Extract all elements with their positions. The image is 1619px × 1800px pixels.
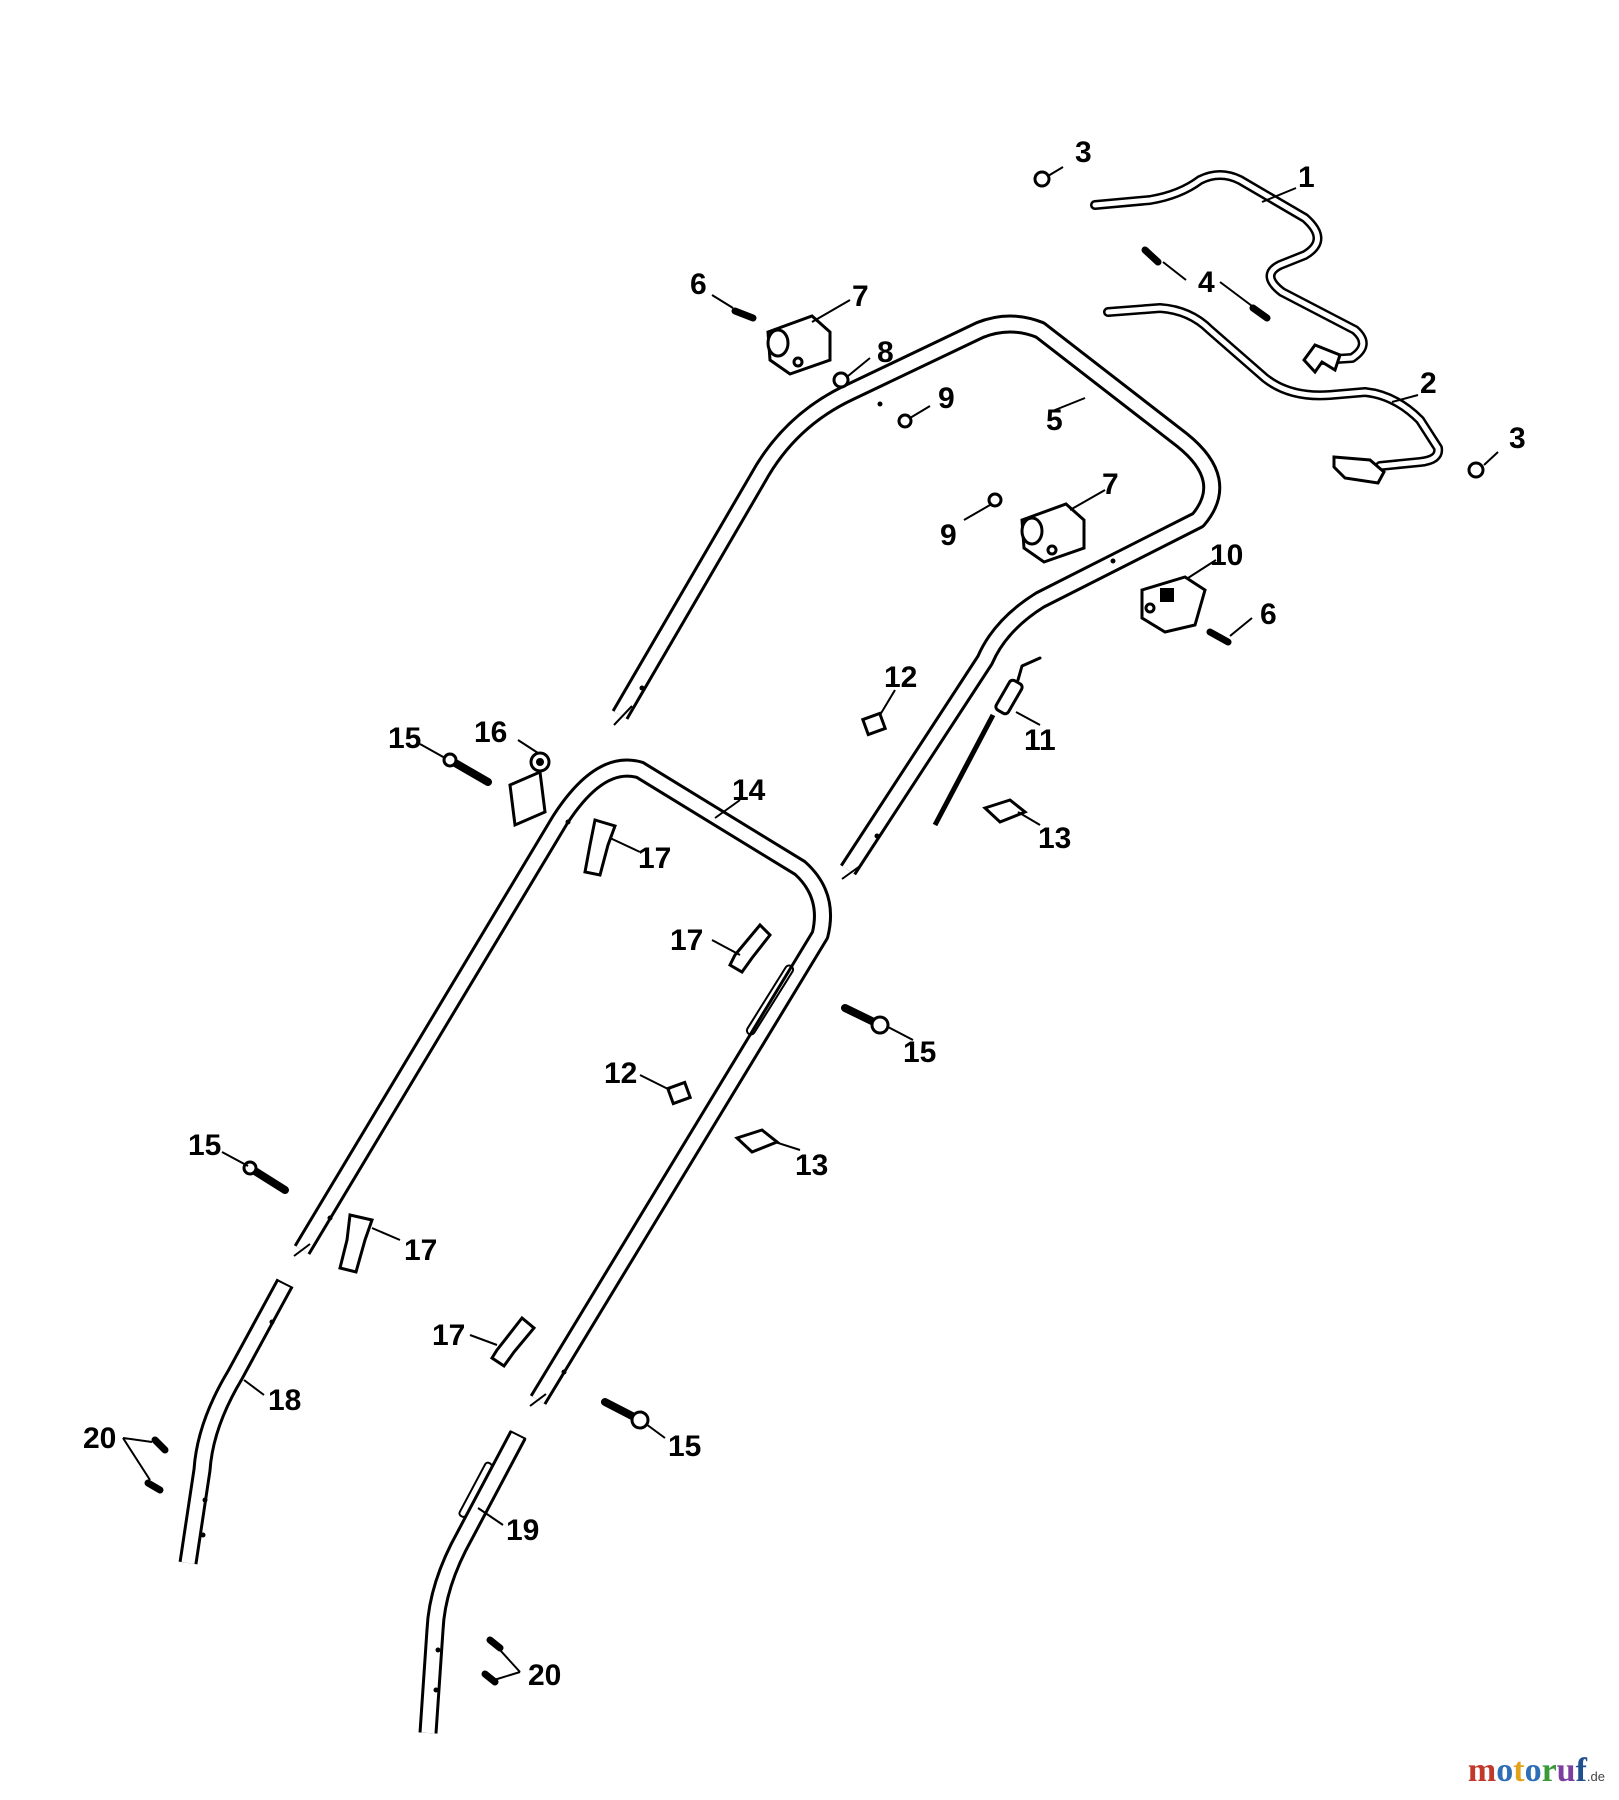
label-part-4: 4 <box>1198 266 1215 299</box>
clip-part-12-lower <box>665 1080 693 1106</box>
screw-part-20-a <box>144 1436 169 1494</box>
label-part-13-lower: 13 <box>795 1149 828 1182</box>
label-part-11: 11 <box>1024 724 1056 757</box>
label-part-13-top: 13 <box>1038 822 1071 855</box>
bail-bar-part-1 <box>1090 170 1368 375</box>
label-part-14: 14 <box>732 774 766 807</box>
knob-part-17-c <box>338 1213 374 1274</box>
cable-part-11 <box>932 656 1042 827</box>
label-part-15-c: 15 <box>188 1129 221 1162</box>
lower-handle-part-14 <box>293 758 832 1407</box>
label-part-9-mid: 9 <box>940 519 957 552</box>
label-part-17-a: 17 <box>638 842 671 875</box>
knob-part-17-a <box>583 818 617 877</box>
label-part-17-b: 17 <box>670 924 703 957</box>
part-labels: 3 1 4 2 3 6 7 8 9 5 7 9 10 6 12 11 15 16… <box>83 136 1526 1692</box>
bolt-part-15-a <box>442 752 492 786</box>
control-part-10 <box>1140 575 1207 634</box>
label-part-10: 10 <box>1210 539 1243 572</box>
lower-tube-part-18 <box>178 1278 294 1565</box>
leader-lines <box>122 166 1499 1681</box>
label-part-7-top: 7 <box>852 280 869 313</box>
nut-part-8 <box>832 371 850 389</box>
label-part-18: 18 <box>268 1384 301 1417</box>
label-part-3-right: 3 <box>1509 422 1526 455</box>
knob-part-17-d <box>489 1315 537 1369</box>
clamp-part-7-top <box>766 314 832 376</box>
label-part-7-mid: 7 <box>1102 468 1119 501</box>
label-part-16: 16 <box>474 716 507 749</box>
label-part-6-right: 6 <box>1260 598 1277 631</box>
label-part-1: 1 <box>1298 161 1315 194</box>
label-part-15-b: 15 <box>903 1036 936 1069</box>
bolt-part-6-right <box>1206 628 1232 646</box>
bolt-part-6-top <box>731 307 757 322</box>
label-part-8: 8 <box>877 336 894 369</box>
bolt-part-15-c <box>242 1160 289 1194</box>
clamp-part-7-mid <box>1020 502 1086 564</box>
label-part-20-b: 20 <box>528 1659 561 1692</box>
label-part-12-lower: 12 <box>604 1057 637 1090</box>
bolt-part-4-a <box>1141 246 1162 266</box>
screw-part-20-b <box>481 1636 504 1686</box>
knob-part-17-b <box>728 922 772 974</box>
label-part-3-top: 3 <box>1075 136 1092 169</box>
upper-handle-part-5 <box>611 314 1222 880</box>
ring-part-13-top <box>982 798 1028 824</box>
label-part-15-a: 15 <box>388 722 421 755</box>
label-part-6-top: 6 <box>690 268 707 301</box>
label-part-12-top: 12 <box>884 661 917 694</box>
bracket-part-16 <box>508 751 551 828</box>
label-part-19: 19 <box>506 1514 539 1547</box>
nut-part-3-right <box>1467 461 1485 479</box>
nut-part-3-top <box>1033 170 1051 188</box>
watermark-suffix: .de <box>1586 1769 1605 1784</box>
bolt-part-15-b <box>841 1004 890 1035</box>
label-part-15-d: 15 <box>668 1430 701 1463</box>
label-part-5: 5 <box>1046 404 1063 437</box>
bail-bar-part-2 <box>1103 303 1444 485</box>
ring-part-13-lower <box>734 1128 780 1154</box>
label-part-17-c: 17 <box>404 1234 437 1267</box>
nut-part-9-mid <box>987 492 1003 508</box>
nut-part-9-top <box>897 413 913 429</box>
lower-tube-part-19 <box>418 1430 527 1734</box>
watermark-text: motoruf <box>1467 1752 1587 1789</box>
bolt-part-4-b <box>1249 304 1271 322</box>
label-part-17-d: 17 <box>432 1319 465 1352</box>
label-part-20-a: 20 <box>83 1422 116 1455</box>
label-part-9-top: 9 <box>938 382 955 415</box>
label-part-2: 2 <box>1420 367 1437 400</box>
watermark-logo: motoruf.de <box>1468 1752 1605 1790</box>
bolt-part-15-d <box>601 1398 650 1430</box>
clip-part-12-top <box>860 711 888 737</box>
